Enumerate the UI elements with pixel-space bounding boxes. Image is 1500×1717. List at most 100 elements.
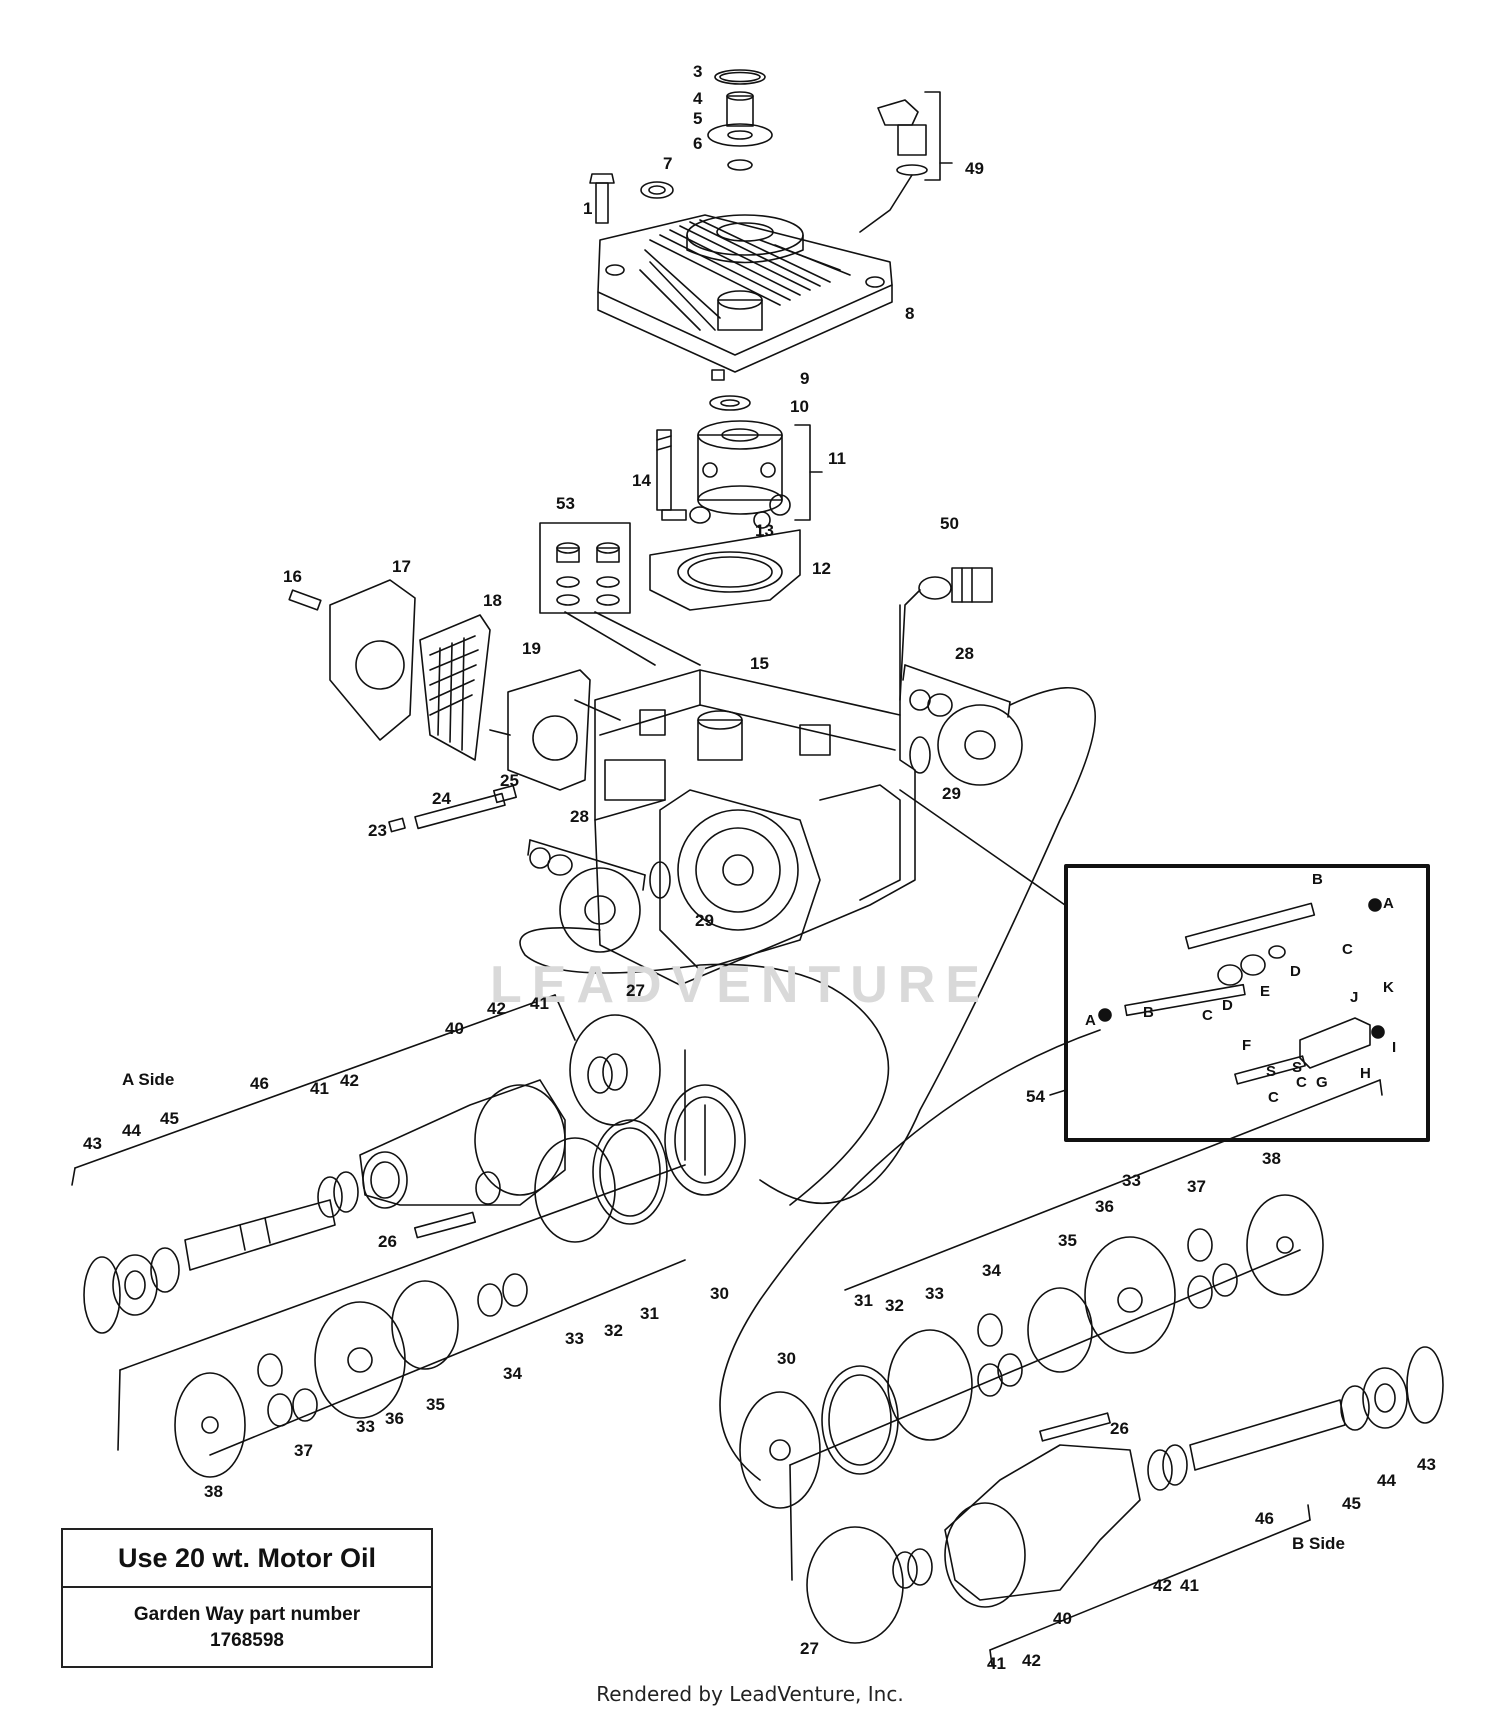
part-label: 31 xyxy=(640,1304,659,1323)
inset-part-label: B xyxy=(1312,871,1323,888)
part-label: 46 xyxy=(250,1074,269,1093)
part-label: 32 xyxy=(604,1321,623,1340)
inset-part-label: D xyxy=(1222,997,1233,1014)
part-label: 33 xyxy=(565,1329,584,1348)
part-label: 23 xyxy=(368,821,387,840)
part-label: 28 xyxy=(570,807,589,826)
part-label: 40 xyxy=(1053,1609,1072,1628)
part-label: 43 xyxy=(1417,1455,1436,1474)
part-label: 4 xyxy=(693,89,703,108)
part-label: 46 xyxy=(1255,1509,1274,1528)
watermark: LEADVENTURE xyxy=(490,956,991,1014)
part-label: 50 xyxy=(940,514,959,533)
part-label: 26 xyxy=(1110,1419,1129,1438)
part-label: 14 xyxy=(632,471,651,490)
part-label: 45 xyxy=(1342,1494,1361,1513)
inset-part-label: A xyxy=(1383,895,1394,912)
part-label: 33 xyxy=(925,1284,944,1303)
part-label: 5 xyxy=(693,109,703,128)
part-label: 29 xyxy=(695,911,714,930)
part-label: 41 xyxy=(530,994,549,1013)
part-label: 37 xyxy=(294,1441,313,1460)
part-label: 43 xyxy=(83,1134,102,1153)
part-label: 44 xyxy=(122,1121,141,1140)
part-label: 32 xyxy=(885,1296,904,1315)
inset-part-label: D xyxy=(1290,963,1301,980)
part-label: 30 xyxy=(777,1349,796,1368)
part-label: 29 xyxy=(942,784,961,803)
part-label: 34 xyxy=(503,1364,522,1383)
oil-subtitle-line2: 1768598 xyxy=(210,1630,284,1651)
a-side-label: A Side xyxy=(122,1070,175,1089)
flow-loop-right xyxy=(760,688,1095,1204)
inset-part-label: E xyxy=(1260,983,1271,1000)
footer-credit: Rendered by LeadVenture, Inc. xyxy=(596,1682,904,1706)
inset-part-label: K xyxy=(1383,979,1394,996)
part-label: 54 xyxy=(1026,1087,1045,1106)
top-cover-assembly xyxy=(590,70,952,372)
inset-part-label: S xyxy=(1292,1059,1303,1076)
part-label: 37 xyxy=(1187,1177,1206,1196)
oil-title: Use 20 wt. Motor Oil xyxy=(63,1530,431,1588)
inset-part-label: C xyxy=(1202,1007,1213,1024)
part-label: 26 xyxy=(378,1232,397,1251)
oil-info-box: Use 20 wt. Motor Oil Garden Way part num… xyxy=(61,1528,433,1668)
inset-part-label: I xyxy=(1392,1039,1397,1056)
part-label: 31 xyxy=(854,1291,873,1310)
part-label: 44 xyxy=(1377,1471,1396,1490)
part-label: 12 xyxy=(812,559,831,578)
part-label: 11 xyxy=(828,449,846,468)
part-label: 30 xyxy=(710,1284,729,1303)
part-label: 6 xyxy=(693,134,703,153)
cylinder-block-group xyxy=(540,370,822,665)
part-label: 42 xyxy=(340,1071,359,1090)
part-label: 15 xyxy=(750,654,769,673)
inset-part-label: S xyxy=(1266,1063,1277,1080)
part-label: 42 xyxy=(487,999,506,1018)
part-label: 8 xyxy=(905,304,915,323)
part-label: 41 xyxy=(310,1079,329,1098)
part-label: 53 xyxy=(556,494,575,513)
part-label: 7 xyxy=(663,154,673,173)
b-side-label: B Side xyxy=(1292,1534,1345,1553)
part-label: 36 xyxy=(385,1409,404,1428)
part-label: 41 xyxy=(1180,1576,1199,1595)
part-label: 34 xyxy=(982,1261,1001,1280)
part-label: 45 xyxy=(160,1109,179,1128)
part-label: 38 xyxy=(1262,1149,1281,1168)
b-side-assembly xyxy=(740,1080,1443,1665)
part-label: 42 xyxy=(1153,1576,1172,1595)
inset-part-label: F xyxy=(1242,1037,1252,1054)
part-label: 33 xyxy=(1122,1171,1141,1190)
oil-part-number: Garden Way part number 1768598 xyxy=(63,1588,431,1654)
inset-part-label: G xyxy=(1316,1074,1328,1091)
part-label: 35 xyxy=(1058,1231,1077,1250)
part-label: 19 xyxy=(522,639,541,658)
inset-part-label: B xyxy=(1143,1004,1154,1021)
part-label: 27 xyxy=(800,1639,819,1658)
part-label: 1 xyxy=(583,199,593,218)
part-label: 36 xyxy=(1095,1197,1114,1216)
part-label: 25 xyxy=(500,771,519,790)
part-label: 40 xyxy=(445,1019,464,1038)
part-label: 41 xyxy=(987,1654,1006,1673)
part-label: 16 xyxy=(283,567,302,586)
part-label: 35 xyxy=(426,1395,445,1414)
a-side-assembly xyxy=(72,995,745,1477)
inset-part-label: C xyxy=(1342,941,1353,958)
inset-part-label: A xyxy=(1085,1012,1096,1029)
inset-part-label: J xyxy=(1350,989,1359,1006)
part-label: 9 xyxy=(800,369,810,388)
part-label: 18 xyxy=(483,591,502,610)
part-label: 10 xyxy=(790,397,809,416)
flow-loop-center xyxy=(520,928,888,1205)
oil-subtitle-line1: Garden Way part number xyxy=(133,1604,361,1625)
part-label: 17 xyxy=(392,557,411,576)
part-label: 33 xyxy=(356,1417,375,1436)
part-label: 13 xyxy=(755,521,774,540)
part-label: 49 xyxy=(965,159,984,178)
main-housing xyxy=(289,568,1065,985)
part-label: 42 xyxy=(1022,1651,1041,1670)
part-label: 24 xyxy=(432,789,451,808)
